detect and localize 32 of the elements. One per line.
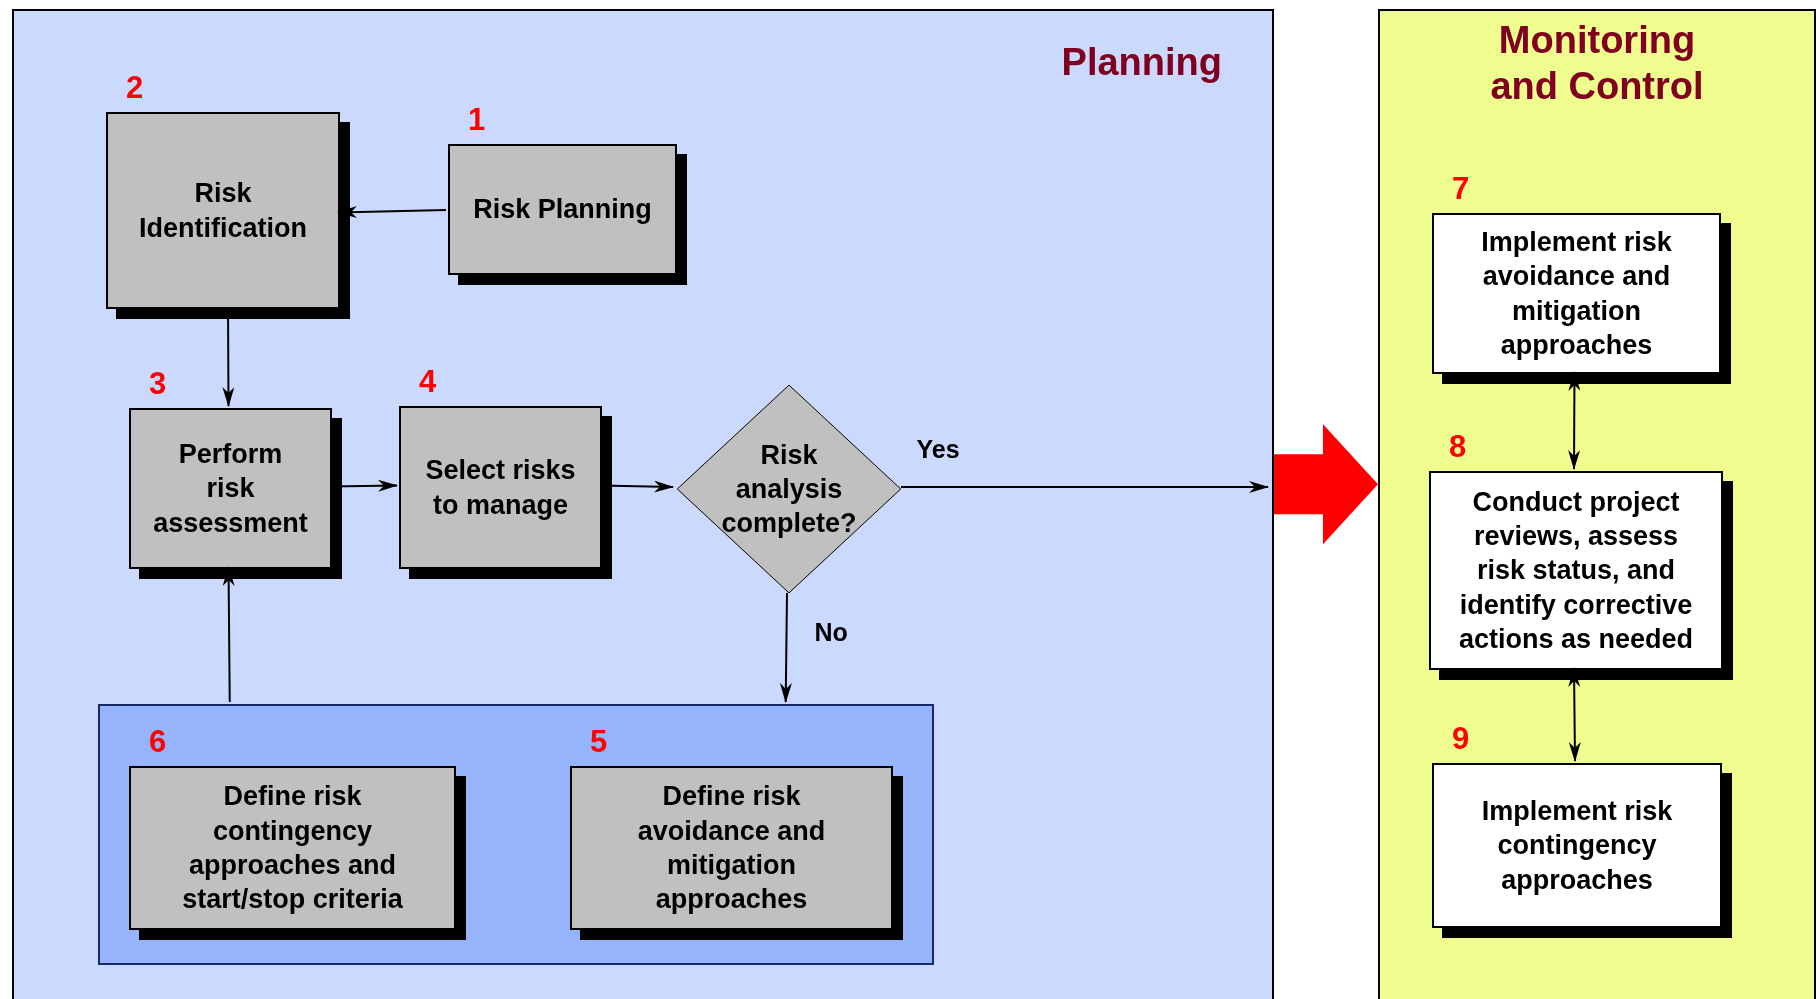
- step-number: 4: [419, 366, 437, 397]
- arrow: [337, 206, 447, 219]
- box-text: Risk Planning: [472, 193, 653, 227]
- box-text: Implement risk avoidance and mitigation approaches: [1480, 225, 1673, 362]
- box-text: Define risk avoidance and mitigation approaches: [636, 780, 827, 917]
- arrow: [222, 566, 235, 703]
- step-number: 1: [468, 104, 486, 135]
- box-text: Define risk contingency approaches and start/stop criteria: [181, 780, 404, 917]
- block-arrow: [1274, 424, 1378, 545]
- step-number: 7: [1452, 173, 1470, 204]
- arrow: [1568, 667, 1581, 762]
- box-text: Risk Identification: [138, 177, 308, 245]
- box-text: Risk analysis complete?: [720, 438, 858, 541]
- arrow: [779, 592, 792, 703]
- step-number: 6: [149, 726, 167, 757]
- box-text: Select risks to manage: [424, 454, 577, 522]
- step-number: 5: [590, 726, 608, 757]
- arrow: [1568, 371, 1581, 470]
- step-number: 2: [126, 72, 144, 103]
- box-text: Perform risk assessment: [152, 438, 309, 540]
- arrow: [900, 481, 1269, 493]
- step-number: 9: [1452, 723, 1470, 754]
- decision-diamond: [675, 383, 903, 595]
- panel-title: Monitoring and Control: [1489, 18, 1705, 110]
- swimlane-panel: [1378, 9, 1816, 999]
- step-number: 8: [1449, 431, 1467, 462]
- swimlane-panel: [12, 9, 1274, 999]
- group-panel: [98, 704, 934, 965]
- box-text: Implement risk contingency approaches: [1480, 795, 1674, 897]
- step-number: 3: [149, 368, 167, 399]
- panel-title: Planning: [1061, 40, 1222, 85]
- box-text: Conduct project reviews, assess risk status, and identify corrective actions as needed: [1457, 485, 1695, 656]
